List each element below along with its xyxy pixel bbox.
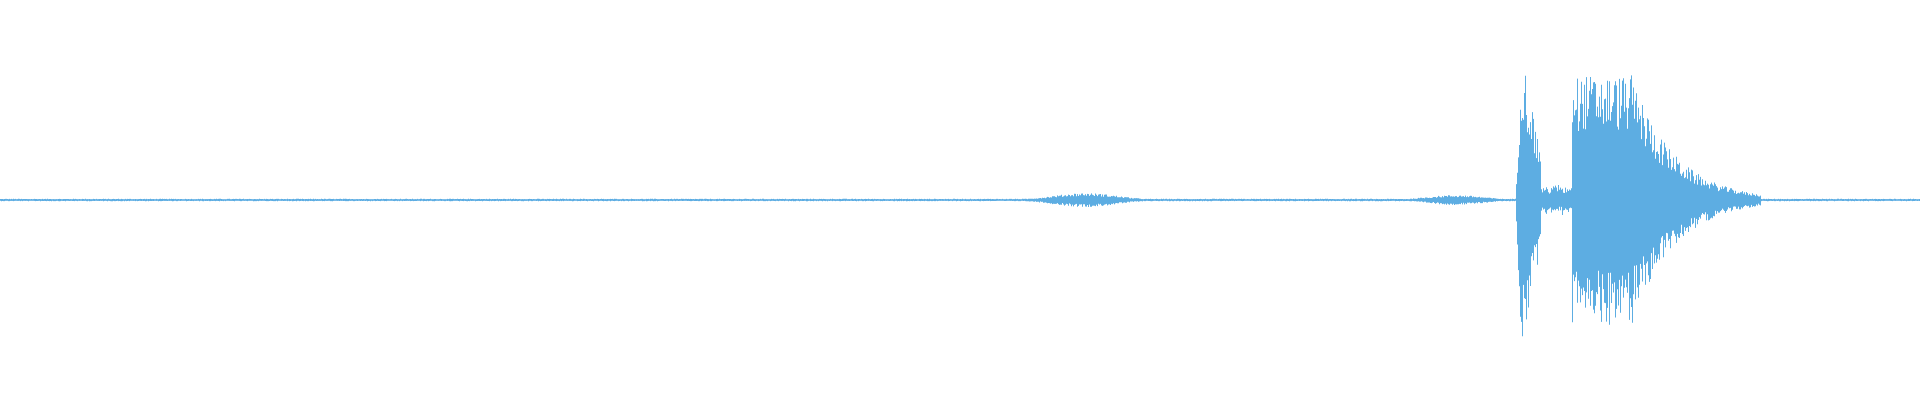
waveform-samples xyxy=(0,75,1920,337)
